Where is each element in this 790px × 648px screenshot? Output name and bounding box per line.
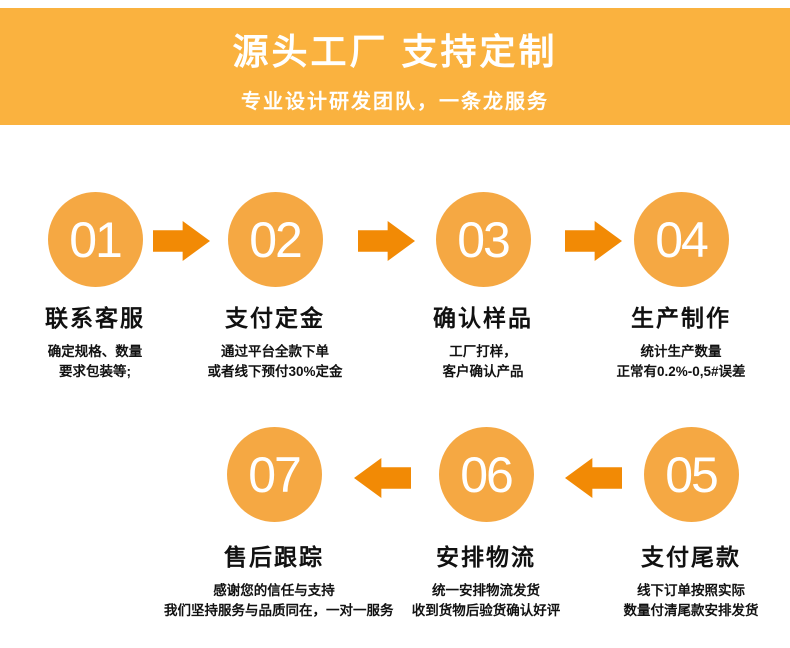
step-description: 统计生产数量 正常有0.2%-0,5#误差 [571,342,790,382]
step-title: 联系客服 [45,305,145,331]
desc-line: 收到货物后验货确认好评 [411,603,561,619]
step-description: 通过平台全款下单 或者线下预付30%定金 [165,342,385,382]
step-number: 05 [665,446,719,503]
step-06-number-circle: 06 [438,427,534,522]
step-title: 支付尾款 [641,544,741,570]
desc-line: 统计生产数量 [640,344,722,360]
step-description: 统一安排物流发货 收到货物后验货确认好评 [376,581,596,621]
step-06: 06 安排物流 统一安排物流发货 收到货物后验货确认好评 [376,427,596,621]
desc-line: 感谢您的信任与支持 [213,583,335,599]
step-description: 线下订单按照实际 数量付清尾款安排发货 [581,581,790,621]
banner-subtitle: 专业设计研发团队，一条龙服务 [241,90,549,113]
step-number: 02 [249,211,303,268]
step-title: 安排物流 [436,544,536,570]
step-number: 06 [460,446,514,503]
step-05: 05 支付尾款 线下订单按照实际 数量付清尾款安排发货 [581,427,790,621]
step-04-number-circle: 04 [633,192,729,287]
step-title: 支付定金 [225,305,325,331]
step-02: 02 支付定金 通过平台全款下单 或者线下预付30%定金 [165,192,385,382]
step-number: 03 [457,211,511,268]
step-number: 07 [248,446,302,503]
desc-line: 数量付清尾款安排发货 [623,603,759,619]
desc-line: 通过平台全款下单 [221,344,329,360]
desc-line: 我们坚持服务与品质同在，一对一服务 [164,603,394,619]
desc-line: 正常有0.2%-0,5#误差 [616,364,746,380]
step-title: 生产制作 [631,305,731,331]
desc-line: 确定规格、数量 [47,344,143,360]
desc-line: 或者线下预付30%定金 [207,364,343,380]
step-03: 03 确认样品 工厂打样， 客户确认产品 [373,192,593,382]
step-description: 感谢您的信任与支持 我们坚持服务与品质同在，一对一服务 [164,581,394,621]
step-01: 01 联系客服 确定规格、数量 要求包装等; [0,192,205,382]
desc-line: 统一安排物流发货 [432,583,540,599]
banner-title: 源头工厂 支持定制 [232,31,558,72]
step-description: 工厂打样， 客户确认产品 [373,342,593,382]
step-description: 确定规格、数量 要求包装等; [0,342,205,382]
step-04: 04 生产制作 统计生产数量 正常有0.2%-0,5#误差 [571,192,790,382]
step-03-number-circle: 03 [435,192,531,287]
step-number: 01 [69,211,123,268]
step-01-number-circle: 01 [47,192,143,287]
step-title: 售后跟踪 [224,544,324,570]
step-number: 04 [655,211,709,268]
desc-line: 要求包装等; [59,364,131,380]
header-banner: 源头工厂 支持定制 专业设计研发团队，一条龙服务 [0,8,790,125]
desc-line: 线下订单按照实际 [637,583,745,599]
step-07-number-circle: 07 [226,427,322,522]
desc-line: 工厂打样， [449,344,517,360]
step-title: 确认样品 [433,305,533,331]
step-02-number-circle: 02 [227,192,323,287]
desc-line: 客户确认产品 [442,364,524,380]
step-07: 07 售后跟踪 感谢您的信任与支持 我们坚持服务与品质同在，一对一服务 [164,427,394,621]
step-05-number-circle: 05 [643,427,739,522]
